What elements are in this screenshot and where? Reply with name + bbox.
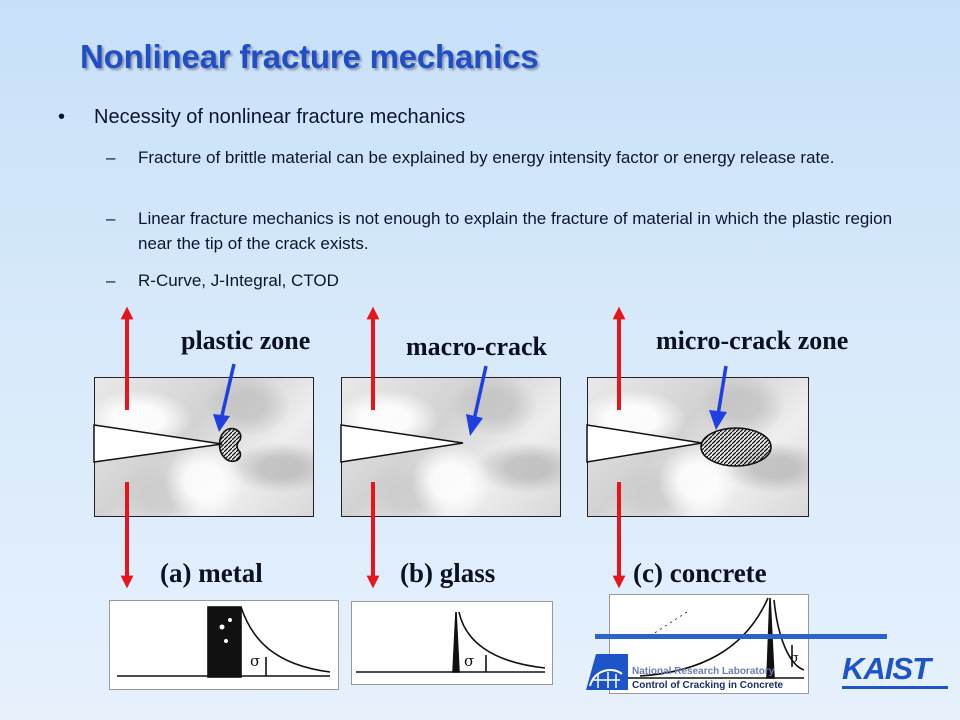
pointer-plastic-zone-head xyxy=(213,414,230,432)
footer-lab-subtitle: Control of Cracking in Concrete xyxy=(632,680,784,691)
bullet-marker: • xyxy=(58,106,66,128)
label-plastic-zone: plastic zone xyxy=(181,326,311,355)
sub-marker: – xyxy=(106,209,116,228)
pointer-plastic-zone xyxy=(219,363,236,421)
bullet-main-text: Necessity of nonlinear fracture mechanic… xyxy=(94,106,466,128)
kaist-logo: KAIST xyxy=(842,651,931,686)
pointer-macro-crack xyxy=(472,365,488,421)
stress-curve-concrete xyxy=(639,597,769,677)
stress-graph-glass xyxy=(351,601,553,685)
label-macro-crack: macro-crack xyxy=(406,332,548,361)
sub-item-text: R-Curve, J-Integral, CTOD xyxy=(138,271,339,290)
pointer-macro-crack-head xyxy=(466,414,483,436)
sub-marker: – xyxy=(106,148,116,167)
label-micro-crack-zone: micro-crack zone xyxy=(656,326,849,355)
notch-glass xyxy=(340,424,464,463)
notch-concrete xyxy=(586,424,703,463)
stress-spike-glass xyxy=(452,611,460,673)
notch-metal xyxy=(93,424,223,463)
caption-metal: (a) metal xyxy=(160,558,263,588)
pointer-micro-crack-zone-head xyxy=(709,410,727,430)
kaist-logo-underline xyxy=(842,686,948,689)
sub-item: – Fracture of brittle material can be ex… xyxy=(106,145,906,170)
pointer-micro-crack-zone xyxy=(716,365,728,416)
sub-item: – R-Curve, J-Integral, CTOD xyxy=(106,268,906,293)
lab-logo-icon xyxy=(586,654,628,690)
sigma-label-metal: σ xyxy=(250,652,260,670)
plastic-zone-shape xyxy=(218,427,242,463)
page-title: Nonlinear fracture mechanics xyxy=(80,38,539,75)
bullet-main: • Necessity of nonlinear fracture mechani… xyxy=(58,106,465,129)
caption-concrete: (c) concrete xyxy=(633,558,767,588)
footer-lab-name: National Research Laboratory xyxy=(632,666,775,677)
sub-item-text: Fracture of brittle material can be expl… xyxy=(138,148,835,167)
sigma-label-concrete: σ xyxy=(790,651,799,666)
sigma-label-glass: σ xyxy=(464,652,474,670)
sub-item-text: Linear fracture mechanics is not enough … xyxy=(138,209,893,253)
caption-glass: (b) glass xyxy=(400,558,496,588)
sub-marker: – xyxy=(106,271,116,290)
micro-crack-zone-shape xyxy=(700,427,772,467)
footer-bar xyxy=(595,634,887,639)
sub-item: – Linear fracture mechanics is not enoug… xyxy=(106,206,906,256)
